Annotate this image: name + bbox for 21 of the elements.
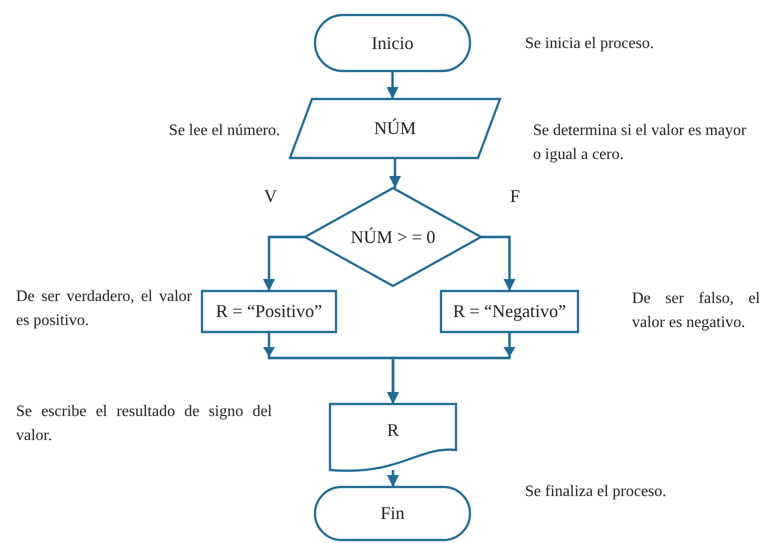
input-parallelogram [290, 99, 500, 158]
annotation-text: Se finaliza el proceso. [525, 482, 668, 502]
node-label: Inicio [372, 32, 414, 54]
annotation-text: De ser falso, el valor es negativo. [632, 289, 760, 333]
node-label: NÚM > = 0 [350, 226, 436, 248]
annotation-text: De ser verdadero, el valor es positivo. [16, 287, 192, 331]
node-label: NÚM [374, 118, 416, 139]
annotation-text: Se escribe el resultado de signo del valor. [16, 402, 272, 446]
process-box [202, 291, 336, 332]
node-label: Fin [380, 503, 404, 524]
node-label: R [386, 420, 399, 440]
terminal-shape [315, 15, 470, 71]
annotation-text: Se determina si el valor es mayor o igual a cero. [533, 121, 748, 165]
decision-diamond [305, 188, 481, 286]
terminal-shape [315, 487, 470, 540]
node-label: R = “Negativo” [452, 301, 566, 322]
node-label: R = “Positivo” [216, 301, 322, 322]
output-document [330, 404, 456, 470]
annotation-text: Se lee el número. [168, 121, 280, 141]
annotation-text: Se inicia el proceso. [525, 34, 655, 54]
process-box [441, 291, 578, 332]
